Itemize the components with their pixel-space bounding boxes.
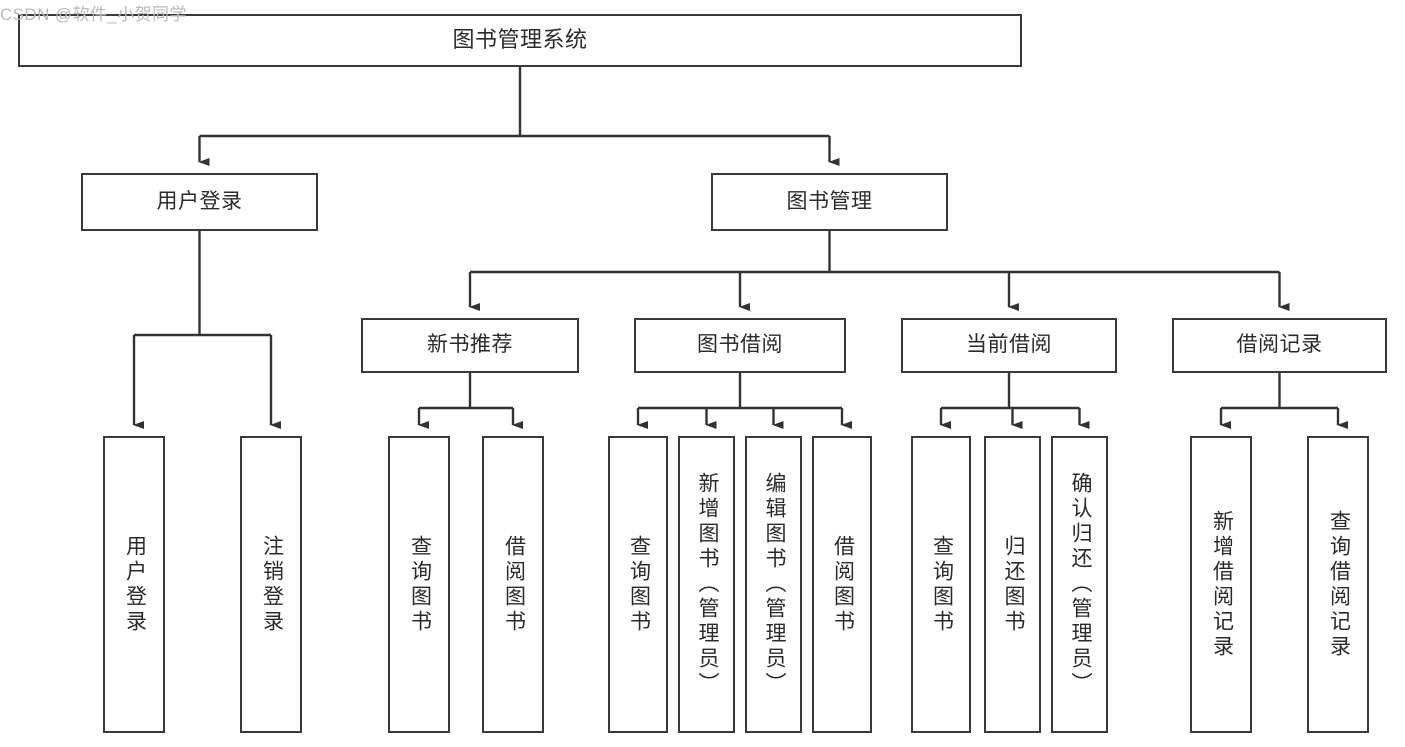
node-leaf-query-book-3[interactable]: 查询图书 — [911, 436, 971, 733]
node-label: 借阅图书 — [831, 534, 855, 635]
node-current-borrow[interactable]: 当前借阅 — [901, 318, 1117, 373]
csdn-watermark: CSDN @软件_小贺同学 — [0, 5, 187, 24]
node-label: 图书借阅 — [697, 333, 783, 357]
node-book-borrow[interactable]: 图书借阅 — [634, 318, 846, 373]
node-leaf-borrow-book-2[interactable]: 借阅图书 — [812, 436, 872, 733]
node-label: 图书管理 — [786, 189, 873, 213]
node-label: 查询图书 — [408, 534, 432, 635]
node-label: 借阅记录 — [1236, 333, 1323, 357]
node-label: 当前借阅 — [966, 333, 1052, 357]
node-label: 用户登录 — [123, 534, 147, 635]
node-label: 新增借阅记录 — [1210, 509, 1234, 660]
node-leaf-add-record[interactable]: 新增借阅记录 — [1190, 436, 1252, 733]
node-leaf-user-login[interactable]: 用户登录 — [103, 436, 165, 733]
node-label: 图书管理系统 — [452, 27, 588, 53]
node-label: 确认归还（管理员） — [1068, 472, 1092, 697]
node-leaf-query-book-2[interactable]: 查询图书 — [608, 436, 668, 733]
node-leaf-add-book[interactable]: 新增图书（管理员） — [678, 436, 735, 733]
node-label: 注销登录 — [260, 534, 284, 635]
node-label: 查询图书 — [627, 534, 651, 635]
node-leaf-edit-book[interactable]: 编辑图书（管理员） — [745, 436, 802, 733]
node-leaf-borrow-book-1[interactable]: 借阅图书 — [482, 436, 544, 733]
node-leaf-return-book[interactable]: 归还图书 — [984, 436, 1041, 733]
node-user-login[interactable]: 用户登录 — [81, 173, 318, 231]
node-new-book-rec[interactable]: 新书推荐 — [361, 318, 579, 373]
node-leaf-query-book-1[interactable]: 查询图书 — [388, 436, 450, 733]
node-label: 查询借阅记录 — [1327, 509, 1351, 660]
node-leaf-query-record[interactable]: 查询借阅记录 — [1307, 436, 1369, 733]
node-leaf-confirm-return[interactable]: 确认归还（管理员） — [1051, 436, 1108, 733]
node-leaf-logout[interactable]: 注销登录 — [240, 436, 302, 733]
node-label: 查询图书 — [930, 534, 954, 635]
node-label: 用户登录 — [156, 189, 243, 213]
node-book-manage[interactable]: 图书管理 — [711, 173, 948, 231]
node-label: 编辑图书（管理员） — [762, 472, 786, 697]
node-borrow-record[interactable]: 借阅记录 — [1172, 318, 1387, 373]
node-label: 归还图书 — [1001, 534, 1025, 635]
node-label: 借阅图书 — [502, 534, 526, 635]
node-root[interactable]: 图书管理系统 — [18, 14, 1022, 67]
node-label: 新增图书（管理员） — [695, 472, 719, 697]
node-label: 新书推荐 — [427, 333, 513, 357]
